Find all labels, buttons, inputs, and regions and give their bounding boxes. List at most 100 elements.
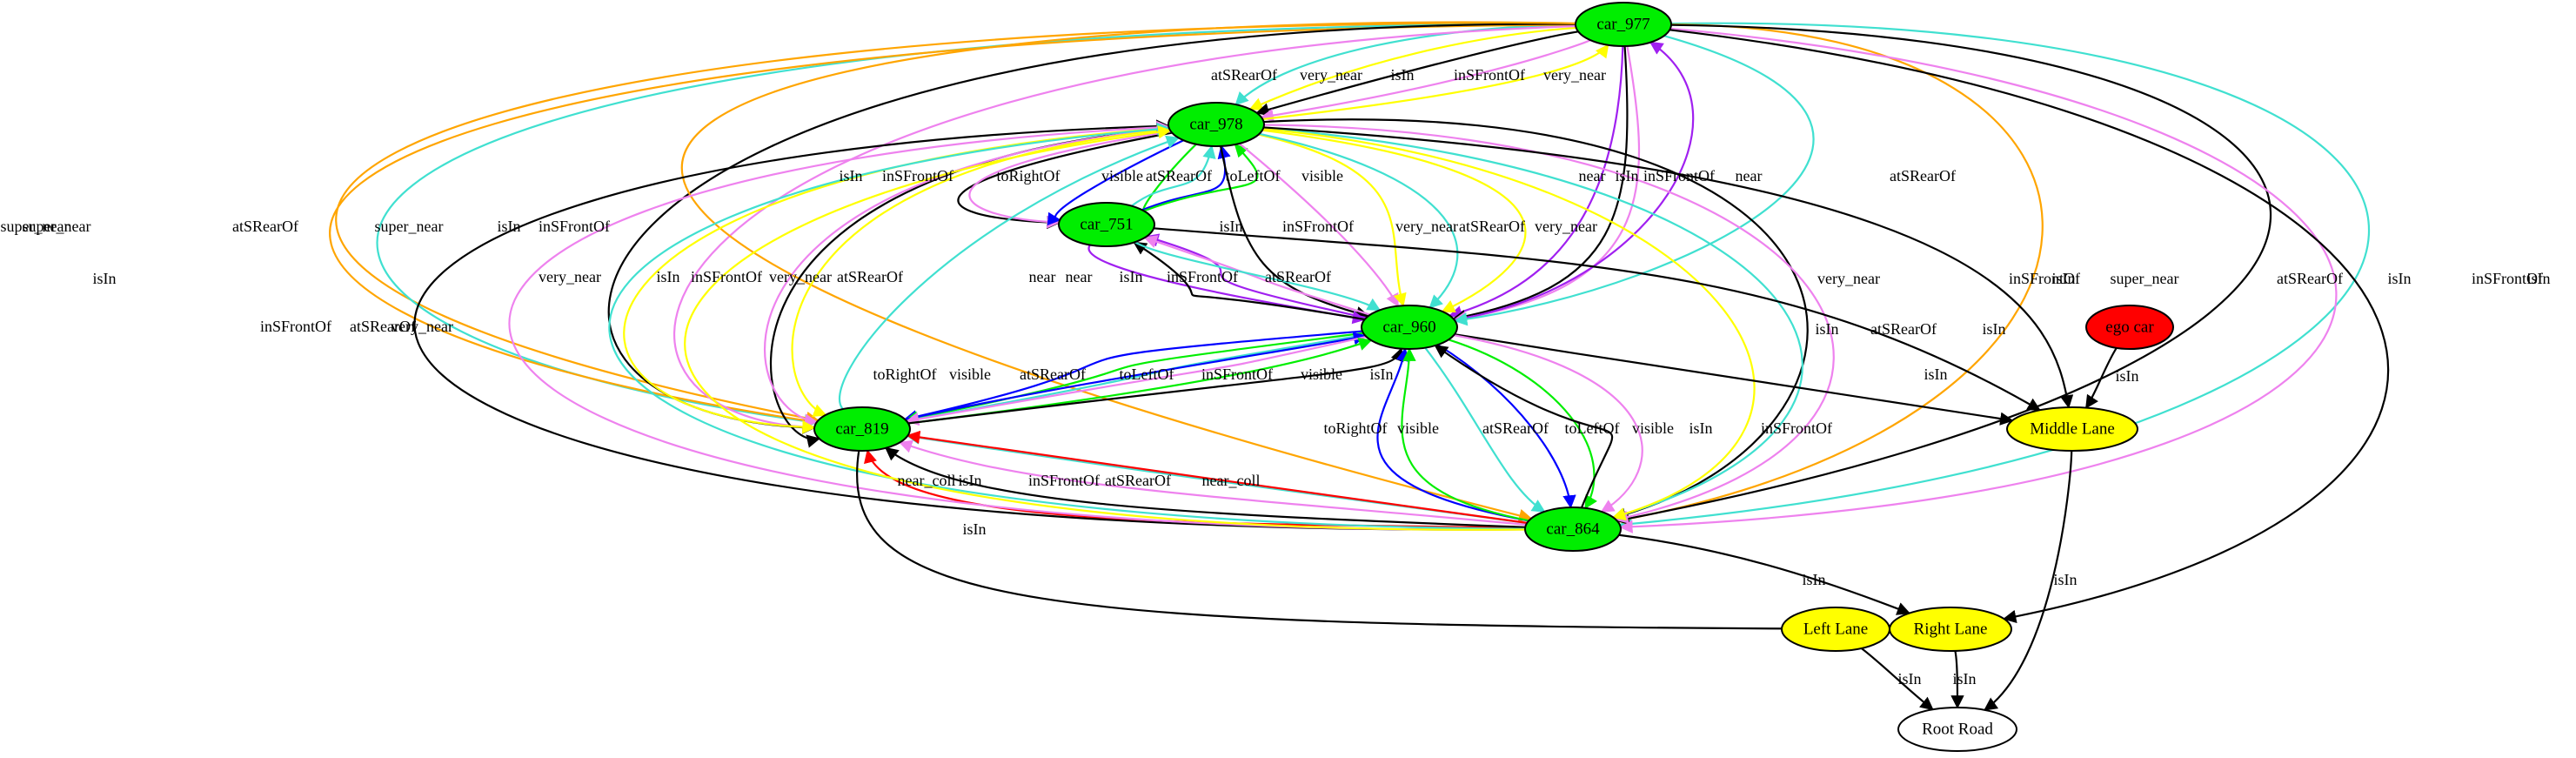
edge-car_864-near_coll-car_819	[906, 430, 1528, 524]
edge-label: super_near	[1, 218, 70, 235]
edge-car_864-toRightOf-car_960	[1376, 347, 1529, 522]
edge-car_819-isIn-right_lane	[855, 450, 1891, 636]
edge-label: atSRearOf	[2277, 270, 2343, 287]
node-car-751[interactable]: car_751	[1058, 202, 1155, 247]
edge-label: inSFrontOf	[1643, 167, 1715, 184]
edge-car_978-very_near-car_960	[1258, 133, 1407, 307]
edge-label: isIn	[959, 472, 982, 489]
node-shape	[1524, 506, 1622, 552]
edge-label: inSFrontOf	[1201, 366, 1273, 383]
node-label: car_960	[1382, 319, 1435, 337]
edge-car_977-inSFrontOf-car_978	[1260, 39, 1591, 123]
edge-label: atSRearOf	[1146, 167, 1212, 184]
edge-car_960-visible-car_864	[1448, 339, 1597, 510]
edge-car_864-visible-car_960	[1401, 347, 1529, 522]
edge-car_864-inSFrontOf-car_978	[508, 120, 1526, 531]
edge-car_819-visible-car_960	[907, 338, 1373, 425]
node-ego-car[interactable]: ego car	[2085, 305, 2174, 350]
edge-label: isIn	[1391, 66, 1415, 84]
edge-car_978-isIn-car_864	[1263, 118, 1809, 521]
edge-car_978-isIn-car_751	[957, 131, 1173, 230]
edge-label: atSRearOf	[837, 268, 903, 285]
edge-car_977-super_near-car_864	[1616, 23, 2044, 526]
edge-car_819-atSRearOf-car_978	[838, 135, 1181, 410]
edge-car_977-atSRearOf-car_978	[1234, 23, 1576, 106]
edge-label: atSRearOf	[232, 218, 298, 235]
edge-car_978-isIn-middle_lane	[1263, 126, 2074, 409]
edge-label: isIn	[1983, 320, 2006, 338]
edge-label: very_near	[1535, 218, 1597, 235]
node-shape	[1897, 707, 2017, 752]
edge-label: near	[1736, 167, 1763, 184]
edge-label: near_coll	[898, 472, 956, 489]
edge-car_977-isIn-car_864	[1616, 23, 2272, 526]
edge-label: super_near	[375, 218, 444, 235]
node-root-road[interactable]: Root Road	[1897, 707, 2017, 752]
edge-middle_lane-isIn-root_road	[1984, 450, 2073, 711]
node-label: car_864	[1546, 520, 1600, 539]
edge-car_977-very_near-car_978	[1248, 26, 1576, 111]
edge-car_978-very_near-car_864	[1262, 128, 1756, 521]
edge-car_864-inSFrontOf-car_819	[898, 439, 1527, 527]
edge-label: isIn	[498, 218, 521, 235]
edge-car_960-isIn-car_751	[1133, 241, 1365, 321]
edge-car_864-atSRearOf-car_978	[608, 122, 1526, 530]
node-label: car_977	[1596, 16, 1649, 34]
edge-car_977-isIn-car_960	[1452, 45, 1629, 324]
node-car-977[interactable]: car_977	[1575, 2, 1672, 47]
edge-car_960-toLeftOf-car_864	[1437, 344, 1576, 509]
nodes-layer: car_977 car_978 car_751 car_960 car_819 car_8…	[813, 2, 2174, 752]
edge-label: toLeftOf	[1565, 419, 1620, 437]
node-left-lane[interactable]: Left Lane	[1781, 607, 1890, 652]
node-shape	[813, 406, 911, 452]
node-shape	[1575, 2, 1672, 47]
edge-label: inSFrontOf	[1167, 268, 1238, 285]
edge-label: inSFrontOf	[2472, 270, 2543, 287]
edge-car_978-inSFrontOf-car_819	[764, 128, 1170, 427]
edges-layer	[329, 21, 2390, 711]
edge-label: visible	[1301, 167, 1343, 184]
edge-car_960-isIn-middle_lane	[1454, 333, 2014, 426]
edge-label: super_near	[23, 218, 91, 235]
edge-left_lane-isIn-root_road	[1861, 647, 1934, 711]
node-right-lane[interactable]: Right Lane	[1889, 607, 2012, 652]
node-car-960[interactable]: car_960	[1361, 305, 1458, 350]
edge-car_978-inSFrontOf-car_960	[1238, 143, 1399, 308]
edge-label: isIn	[2052, 270, 2076, 287]
edge-label: very_near	[1543, 66, 1606, 84]
edge-label: atSRearOf	[350, 318, 416, 335]
edge-car_864-very_near-car_978	[684, 125, 1526, 531]
edge-label: visible	[949, 366, 991, 383]
edge-car_977-near-car_960	[1449, 45, 1624, 319]
edge-car_960-near-car_751	[1145, 233, 1367, 319]
edge-label: isIn	[1898, 670, 1922, 688]
edge-right_lane-isIn-root_road	[1950, 650, 1964, 709]
node-label: Middle Lane	[2030, 420, 2115, 439]
node-car-978[interactable]: car_978	[1168, 102, 1265, 147]
edge-label: isIn	[2388, 270, 2412, 287]
node-car-864[interactable]: car_864	[1524, 506, 1622, 552]
node-label: car_819	[835, 420, 888, 439]
node-middle-lane[interactable]: Middle Lane	[2006, 406, 2138, 452]
edge-car_960-near-car_977	[1454, 41, 1695, 321]
edge-label: toRightOf	[1323, 419, 1387, 437]
edge-car_960-inSFrontOf-car_864	[1453, 334, 1643, 513]
edge-car_977-super_near-car_864	[680, 21, 1576, 522]
edge-car_819-isIn-car_960	[907, 347, 1404, 425]
edge-labels-layer: atSRearOf very_near isIn inSFrontOf very_nea…	[1, 66, 2551, 688]
edge-car_977-isIn-car_978	[1255, 30, 1579, 117]
edge-car_977-atSRearOf-car_960	[1454, 35, 1815, 326]
edge-label: atSRearOf	[1890, 167, 1956, 184]
edge-ego_car-isIn-middle_lane	[2084, 347, 2118, 409]
edge-label: isIn	[963, 520, 987, 538]
node-shape	[1058, 202, 1155, 247]
edge-label: isIn	[657, 268, 680, 285]
edge-label: inSFrontOf	[260, 318, 331, 335]
edge-car_977-super_near-car_819	[335, 23, 1576, 426]
edge-label: very_near	[539, 268, 601, 285]
node-car-819[interactable]: car_819	[813, 406, 911, 452]
node-shape	[2006, 406, 2138, 452]
edge-label: toLeftOf	[1120, 366, 1174, 383]
edge-label: very_near	[1300, 66, 1362, 84]
